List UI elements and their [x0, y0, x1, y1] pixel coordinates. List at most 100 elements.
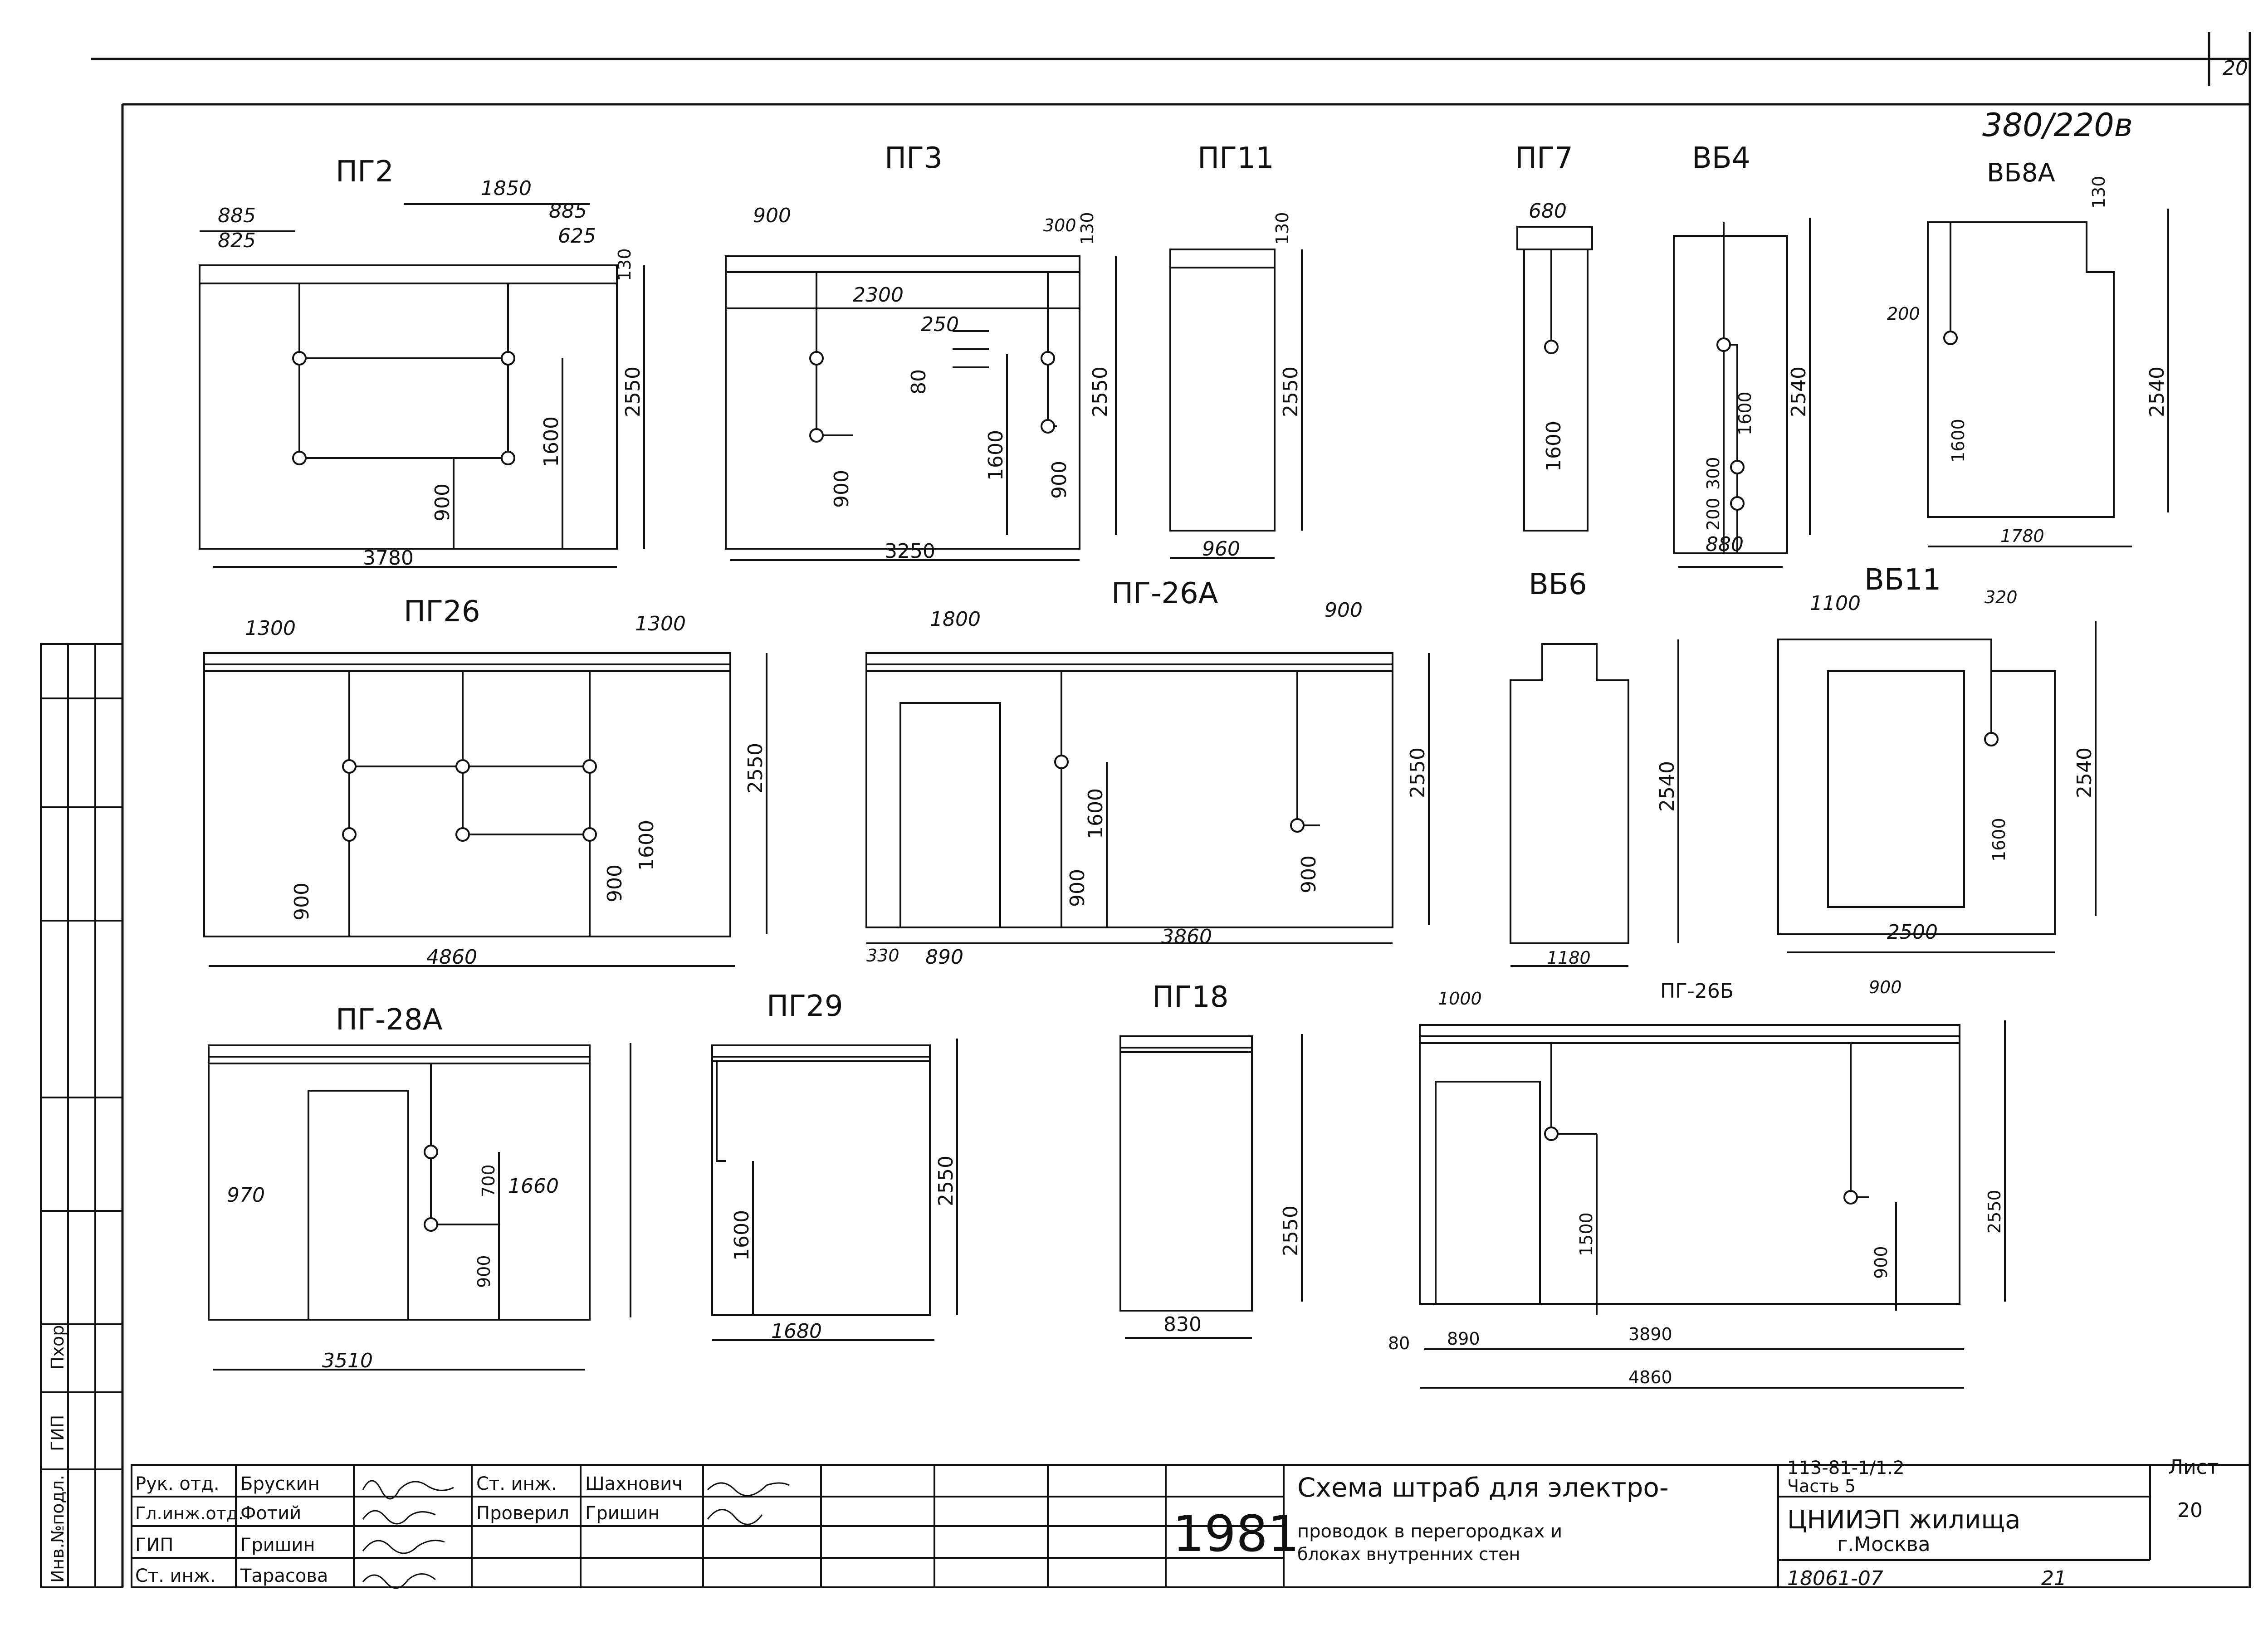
panel-pg18-name: ПГ18 — [1152, 980, 1229, 1014]
junction-box-marker — [1730, 496, 1745, 511]
pg28a-dim-1660: 1660 — [508, 1175, 559, 1198]
junction-box-marker — [292, 451, 307, 465]
panel-vb8a-name: ВБ8А — [1987, 158, 2055, 188]
pg26b-dim-1500: 1500 — [1576, 1212, 1596, 1256]
pg3-dim-3250: 3250 — [885, 540, 935, 563]
pg2-dim-885a: 885 — [218, 204, 256, 227]
panel-pg2-name: ПГ2 — [336, 155, 394, 189]
panel-pg26b — [1419, 1020, 2006, 1389]
pg26-dim-1600: 1600 — [635, 820, 658, 871]
panel-pg3 — [725, 255, 1117, 561]
junction-box-marker — [424, 1217, 438, 1232]
pg26a-dim-900b: 900 — [1297, 855, 1320, 893]
tb-org: ЦНИИЭП жилища — [1787, 1505, 2020, 1535]
pg2-dim-825: 825 — [218, 229, 256, 252]
junction-box-marker — [501, 451, 515, 465]
tb-part: Часть 5 — [1787, 1476, 1856, 1496]
junction-box-marker — [342, 827, 357, 842]
pg26-dim-2550: 2550 — [744, 743, 767, 794]
vb8a-dim-2540: 2540 — [2146, 366, 2169, 417]
pg26b-dim-890: 890 — [1447, 1329, 1480, 1349]
panel-pg18 — [1119, 1034, 1303, 1339]
pg3-dim-900: 900 — [753, 204, 791, 227]
pg2-dim-130: 130 — [615, 248, 635, 281]
pg2-dim-900: 900 — [431, 483, 454, 522]
junction-box-marker — [809, 351, 824, 366]
vb8a-dim-1600: 1600 — [1948, 419, 1968, 463]
tb-row4-name: Тарасова — [240, 1566, 328, 1586]
vb11-dim-320: 320 — [1984, 587, 2018, 607]
panel-pg26a-name: ПГ-26А — [1111, 577, 1218, 610]
pg2-dim-1600: 1600 — [540, 416, 563, 467]
panel-pg7 — [1516, 226, 1593, 532]
pg26-dim-900b: 900 — [603, 864, 626, 902]
pg3-dim-2300: 2300 — [853, 283, 904, 307]
pg26a-dim-900a: 900 — [1066, 869, 1089, 907]
junction-box-marker — [1544, 1127, 1559, 1141]
pg26-dim-4860: 4860 — [426, 946, 477, 969]
tb-row2-role2: Проверил — [476, 1503, 569, 1524]
junction-box-marker — [292, 351, 307, 366]
panel-vb11 — [1777, 621, 2097, 953]
junction-box-marker — [809, 428, 824, 443]
vb4-dim-880: 880 — [1706, 533, 1744, 556]
signatures — [362, 1480, 790, 1589]
vb8a-dim-200: 200 — [1887, 304, 1920, 324]
voltage-note: 380/220в — [1982, 107, 2133, 144]
panel-pg26b-name: ПГ-26Б — [1660, 980, 1734, 1003]
junction-box-marker — [1716, 337, 1731, 352]
panel-pg3-name: ПГ3 — [885, 141, 943, 175]
pg3-dim-900a: 900 — [830, 470, 853, 508]
junction-box-marker — [1984, 732, 1999, 746]
pg26a-dim-3860: 3860 — [1161, 925, 1212, 948]
pg3-dim-300: 300 — [1043, 215, 1076, 235]
pg26-dim-1300a: 1300 — [245, 617, 296, 640]
junction-box-marker — [1544, 340, 1559, 354]
pg26a-dim-1800: 1800 — [930, 608, 981, 631]
tb-archive-sheet: 21 — [2041, 1567, 2067, 1590]
junction-box-marker — [1054, 755, 1069, 769]
panel-vb8a — [1927, 209, 2169, 547]
pg3-dim-900b: 900 — [1048, 461, 1071, 499]
vb4-dim-1600: 1600 — [1735, 391, 1755, 435]
junction-box-marker — [1843, 1190, 1858, 1205]
tb-row4-role: Ст. инж. — [135, 1566, 216, 1586]
junction-box-marker — [1943, 331, 1958, 345]
pg29-dim-2550: 2550 — [934, 1156, 958, 1206]
side-stamp-gip: ГИП — [48, 1415, 68, 1451]
title-block-grid — [131, 1464, 2251, 1588]
panel-pg26a — [865, 652, 1430, 944]
pg26-dim-900a: 900 — [290, 883, 313, 921]
panel-vb11-name: ВБ11 — [1864, 563, 1941, 597]
tb-row2-name2: Гришин — [585, 1503, 660, 1524]
junction-box-marker — [424, 1145, 438, 1159]
junction-box-marker — [455, 759, 470, 774]
tb-title-line1: Схема штраб для электро- — [1297, 1472, 1669, 1503]
pg2-dim-2550: 2550 — [621, 366, 645, 417]
pg3-dim-1600: 1600 — [984, 430, 1007, 481]
pg26-dim-1300b: 1300 — [635, 612, 686, 635]
pg26b-dim-2550: 2550 — [1984, 1190, 2004, 1234]
pg26b-dim-900top: 900 — [1869, 977, 1902, 997]
panel-pg7-name: ПГ7 — [1515, 141, 1573, 175]
sheet-corner-number: 20 — [2223, 57, 2248, 80]
junction-box-marker — [1730, 460, 1745, 474]
vb6-dim-1180: 1180 — [1547, 948, 1591, 968]
panel-vb6-name: ВБ6 — [1529, 568, 1587, 601]
tb-title-line3: блоках внутренних стен — [1297, 1544, 1520, 1564]
tb-year: 1981 — [1173, 1505, 1300, 1563]
pg29-dim-1680: 1680 — [771, 1320, 822, 1343]
pg28a-dim-700: 700 — [479, 1164, 499, 1197]
junction-box-marker — [501, 351, 515, 366]
pg18-dim-830: 830 — [1163, 1313, 1202, 1336]
tb-row2-role: Гл.инж.отд. — [135, 1503, 244, 1523]
tb-sheet-number: 20 — [2177, 1499, 2203, 1522]
vb6-dim-2540: 2540 — [1656, 761, 1679, 812]
tb-city: г.Москва — [1837, 1533, 1931, 1556]
pg26a-dim-1600: 1600 — [1084, 788, 1107, 839]
vb4-dim-2540: 2540 — [1787, 366, 1810, 417]
tb-row3-name: Гришин — [240, 1535, 315, 1556]
pg28a-dim-970: 970 — [227, 1184, 265, 1207]
tb-row2-name: Фотий — [240, 1503, 301, 1524]
pg3-dim-2550: 2550 — [1089, 366, 1112, 417]
